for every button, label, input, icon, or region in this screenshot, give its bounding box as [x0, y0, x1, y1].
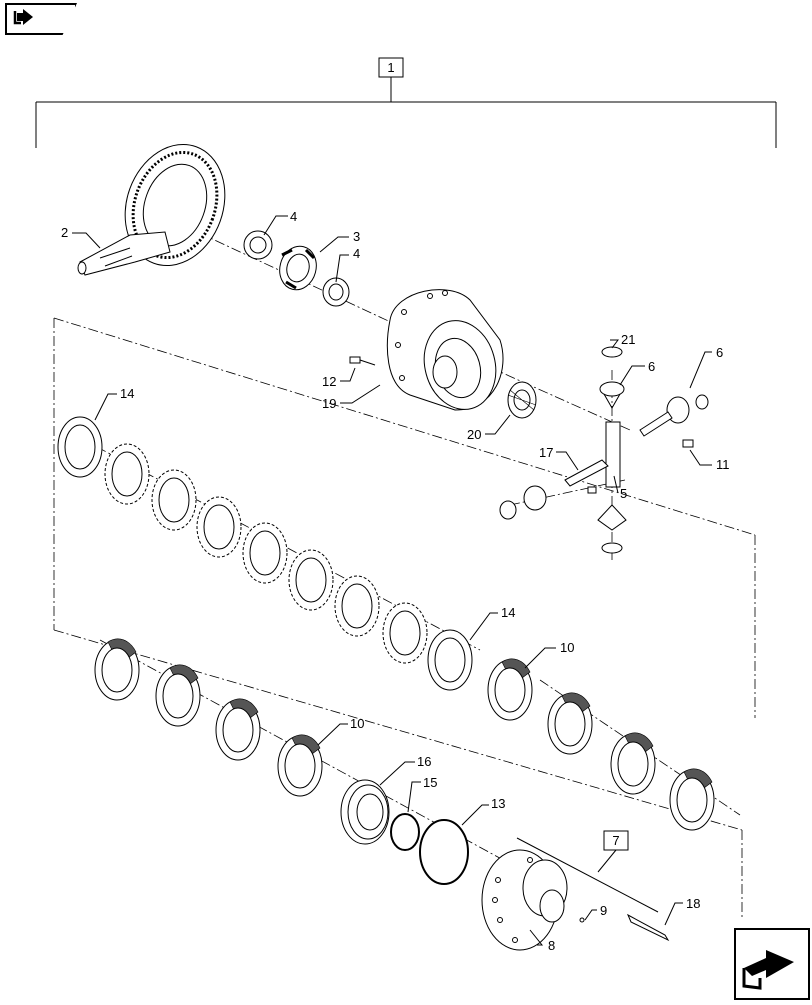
callout-9: 9 — [600, 903, 607, 918]
callout-21: 21 — [621, 332, 635, 347]
callout-5: 5 — [620, 486, 627, 501]
leader-lines — [72, 215, 712, 946]
bolt-12 — [349, 356, 376, 366]
callout-15: 15 — [423, 775, 437, 790]
callout-11: 11 — [716, 457, 730, 472]
ring-gear-pinion — [77, 143, 226, 276]
side-gear-20 — [507, 381, 537, 419]
callout-12: 12 — [322, 374, 336, 389]
callout-3: 3 — [353, 229, 360, 244]
piston-and-seals — [340, 779, 469, 885]
callout-8: 8 — [548, 938, 555, 953]
cross-shaft-group — [499, 346, 709, 554]
callout-4-upper: 4 — [290, 209, 297, 224]
kit-bracket — [516, 830, 659, 913]
callout-10-upper: 10 — [560, 640, 574, 655]
callout-kit-7: 7 — [612, 833, 619, 848]
callout-20: 20 — [467, 427, 481, 442]
callout-4-lower: 4 — [353, 246, 360, 261]
clutch-plate-stack — [94, 638, 715, 831]
differential-housing — [386, 289, 504, 411]
callout-19: 19 — [322, 396, 336, 411]
callout-18: 18 — [686, 896, 700, 911]
assembly-bracket — [35, 57, 777, 148]
end-cover — [481, 849, 670, 951]
callout-labels: 1 7 2 3 4 4 5 6 6 8 9 10 10 11 12 13 14 … — [61, 60, 730, 953]
callout-14-lower: 14 — [501, 605, 515, 620]
callout-assembly-1: 1 — [387, 60, 394, 75]
next-page-arrow-icon — [742, 950, 794, 990]
callout-16: 16 — [417, 754, 431, 769]
callout-6-right: 6 — [716, 345, 723, 360]
callout-17: 17 — [539, 445, 553, 460]
bearing-and-washers — [243, 230, 350, 307]
callout-14-upper: 14 — [120, 386, 134, 401]
callout-2: 2 — [61, 225, 68, 240]
callout-10-lower: 10 — [350, 716, 364, 731]
return-arrow-icon — [13, 9, 33, 25]
next-page-button[interactable] — [734, 928, 810, 1000]
friction-disc-stack — [57, 416, 473, 691]
callout-6-left: 6 — [648, 359, 655, 374]
callout-13: 13 — [491, 796, 505, 811]
